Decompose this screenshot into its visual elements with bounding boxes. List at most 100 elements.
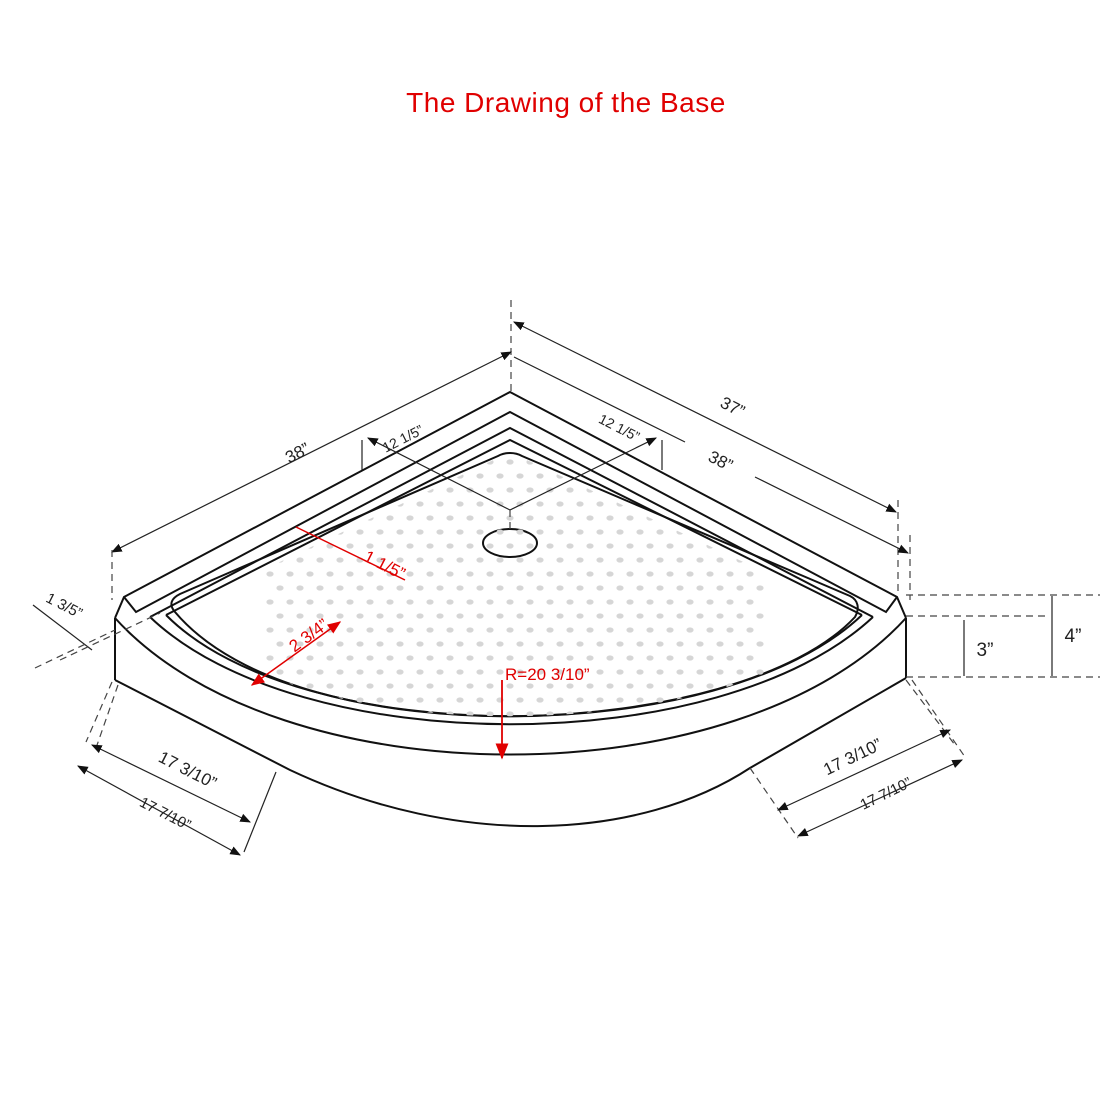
texture-dot <box>366 627 374 633</box>
dim-side-left: 38” <box>282 439 313 467</box>
texture-dot <box>556 501 564 507</box>
texture-dot <box>456 697 464 703</box>
texture-dot <box>496 473 504 479</box>
texture-dot <box>376 725 383 730</box>
texture-dot <box>726 655 734 661</box>
shower-base-outline <box>114 390 907 828</box>
texture-dot <box>296 557 304 563</box>
texture-dot <box>566 487 574 493</box>
texture-dot <box>606 683 614 689</box>
texture-dot <box>586 627 594 633</box>
texture-dot <box>716 529 724 535</box>
texture-dot <box>376 641 384 647</box>
texture-dot <box>266 627 274 633</box>
dim-height-total: 4” <box>1065 626 1082 647</box>
dim-drain-right: 12 1/5” <box>596 411 642 445</box>
texture-dot <box>736 725 743 730</box>
dim-drain-left: 12 1/5” <box>380 421 426 455</box>
texture-dot <box>396 669 404 675</box>
texture-dot <box>316 613 324 619</box>
texture-dot <box>416 501 424 507</box>
texture-dot <box>396 585 404 591</box>
texture-dot <box>666 487 674 493</box>
texture-dot <box>616 585 624 591</box>
texture-dot <box>726 711 734 717</box>
texture-dot <box>646 543 654 549</box>
texture-dot <box>536 585 544 591</box>
texture-dot <box>576 613 584 619</box>
texture-dot <box>486 515 494 521</box>
texture-dot <box>666 599 674 605</box>
dimension-lines <box>32 300 1100 856</box>
texture-dot <box>416 557 424 563</box>
drain-hole <box>482 528 538 558</box>
texture-dot <box>346 543 354 549</box>
texture-dot <box>646 571 654 577</box>
texture-dot <box>426 459 434 465</box>
texture-dot <box>566 571 574 577</box>
texture-dot <box>366 515 374 521</box>
texture-dot <box>636 641 644 647</box>
texture-dot <box>536 613 544 619</box>
texture-dot <box>626 599 634 605</box>
texture-dot <box>456 557 464 563</box>
texture-dot <box>616 557 624 563</box>
texture-dot <box>576 697 584 703</box>
texture-dot <box>536 725 543 730</box>
texture-dot <box>656 641 664 647</box>
texture-dot <box>736 557 744 563</box>
texture-dot <box>426 683 434 689</box>
texture-dot <box>606 515 614 521</box>
texture-dot <box>616 529 624 535</box>
dim-curb-width: 2 3/4” <box>286 615 333 656</box>
texture-dot <box>676 473 684 479</box>
texture-dot <box>656 529 664 535</box>
texture-dot <box>446 543 454 549</box>
drawing-title: The Drawing of the Base <box>406 87 726 118</box>
texture-dot <box>736 669 744 675</box>
texture-dot <box>316 501 324 507</box>
texture-dot <box>676 585 684 591</box>
texture-dot <box>496 641 504 647</box>
dim-front-right-inner: 17 3/10” <box>820 735 885 780</box>
texture-dot <box>756 697 764 703</box>
texture-dot <box>696 613 704 619</box>
texture-dot <box>266 543 274 549</box>
texture-dot <box>466 683 474 689</box>
texture-dot <box>286 487 294 493</box>
texture-dot <box>596 557 604 563</box>
texture-dot <box>306 599 314 605</box>
texture-dot <box>426 515 434 521</box>
texture-dot <box>306 711 314 717</box>
texture-dot <box>566 627 574 633</box>
texture-dot <box>526 627 534 633</box>
texture-dot <box>426 627 434 633</box>
texture-dot <box>336 613 344 619</box>
texture-dot <box>616 501 624 507</box>
texture-dot <box>426 571 434 577</box>
texture-dot <box>526 543 534 549</box>
texture-dot <box>666 683 674 689</box>
floor-texture <box>266 459 764 730</box>
texture-dot <box>726 571 734 577</box>
texture-dot <box>636 697 644 703</box>
texture-dot <box>746 599 754 605</box>
texture-dot <box>556 585 564 591</box>
texture-dot <box>446 683 454 689</box>
texture-dot <box>736 501 744 507</box>
texture-dot <box>686 459 694 465</box>
texture-dot <box>426 599 434 605</box>
texture-dot <box>656 473 664 479</box>
texture-dot <box>436 557 444 563</box>
texture-dot <box>756 613 764 619</box>
texture-dot <box>436 501 444 507</box>
texture-dot <box>546 515 554 521</box>
texture-dot <box>396 697 404 703</box>
texture-dot <box>416 641 424 647</box>
texture-dot <box>436 725 443 730</box>
texture-dot <box>476 585 484 591</box>
texture-dot <box>636 669 644 675</box>
texture-dot <box>596 725 603 730</box>
texture-dot <box>676 725 683 730</box>
texture-dot <box>626 571 634 577</box>
